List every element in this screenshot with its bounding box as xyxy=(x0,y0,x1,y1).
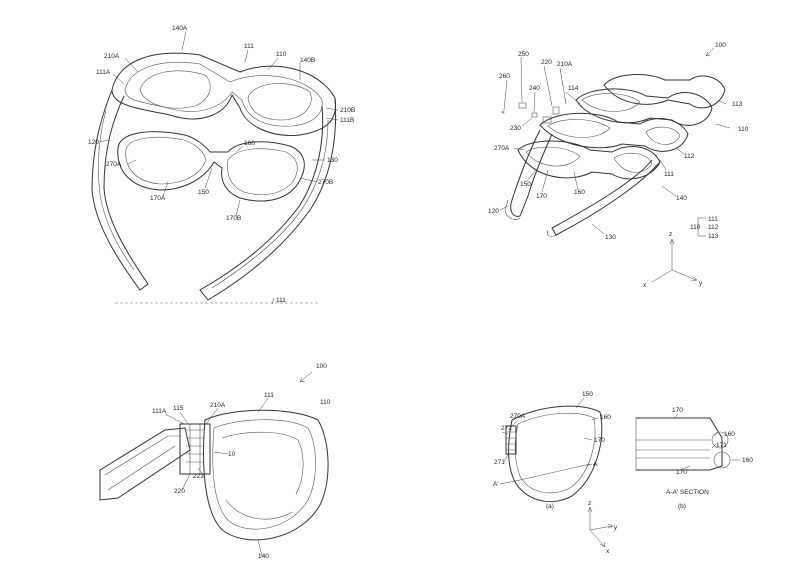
fig3-label: 110 xyxy=(320,399,331,406)
fig2-label: 111 xyxy=(708,216,718,223)
fig4-label: 150 xyxy=(582,391,593,398)
fig4-label: 160 xyxy=(600,414,611,421)
fig4-label: 271 xyxy=(494,459,505,466)
figure-lens-section-bottom-right: 150 270A 160 272 170 271 A A' 170 160 17… xyxy=(493,391,753,555)
fig1-label: 120 xyxy=(88,139,99,146)
figure-exploded-layers-top-right: 100 250 220 210A 260 240 114 113 230 110… xyxy=(488,42,749,289)
fig2-label: 113 xyxy=(708,233,719,240)
fig2-axis-label: y xyxy=(699,280,703,287)
fig4-label: A' xyxy=(493,481,499,488)
fig2-label: 220 xyxy=(541,59,552,66)
figure-hinge-closeup-bottom-left: 100 111 110 111A 115 210A 10 221 220 140 xyxy=(99,363,331,560)
fig4-axis-label: y xyxy=(614,524,618,531)
fig2-label: 250 xyxy=(518,51,529,58)
fig4-label: (b) xyxy=(678,503,686,510)
fig1-label: 130 xyxy=(327,157,338,164)
fig2-label: 112 xyxy=(684,153,695,160)
fig2-label: 230 xyxy=(510,125,521,132)
fig1-label: 160 xyxy=(244,140,255,147)
fig1-label: 111 xyxy=(276,297,286,304)
fig2-label: 130 xyxy=(605,234,616,241)
fig4-label: 160 xyxy=(742,457,753,464)
fig2-label: 140 xyxy=(676,195,687,202)
fig2-label: 240 xyxy=(529,85,540,92)
fig4-label: 160 xyxy=(724,431,735,438)
fig1-label: 111 xyxy=(244,43,254,50)
fig2-axis-label: z xyxy=(669,231,672,238)
fig2-label: 113 xyxy=(732,101,743,108)
fig2-label: 120 xyxy=(488,208,499,215)
fig3-label: 111 xyxy=(264,392,274,399)
fig4-axis-label: x xyxy=(606,548,610,555)
fig1-label: 150 xyxy=(198,189,209,196)
fig2-label: 170 xyxy=(536,193,547,200)
fig4-axis-label: z xyxy=(588,500,591,507)
fig3-label: 115 xyxy=(173,405,184,412)
fig3-label: 100 xyxy=(316,363,327,370)
fig1-label: 270B xyxy=(318,179,333,186)
fig3-label: 221 xyxy=(193,473,204,480)
fig3-label: 220 xyxy=(174,488,185,495)
fig4-label: 170 xyxy=(676,469,687,476)
fig4-label: A xyxy=(593,461,598,468)
fig4-label: 170 xyxy=(594,437,605,444)
fig2-label: 114 xyxy=(568,85,579,92)
fig4-label: A-A' SECTION xyxy=(666,489,709,496)
fig2-label: 110 xyxy=(738,126,749,133)
fig1-label: 210A xyxy=(104,53,120,60)
fig1-label: 270A xyxy=(106,161,122,168)
figure-exploded-glasses-top-left: 140A 111 110 140B 210A 111A 210B 111B 12… xyxy=(88,25,355,305)
fig1-label: 170A xyxy=(150,195,166,202)
fig2-label: 270A xyxy=(494,145,510,152)
fig2-label: 210A xyxy=(557,61,573,68)
fig4-label: 272 xyxy=(501,425,512,432)
fig2-label: 100 xyxy=(715,42,726,49)
fig2-label: 150 xyxy=(520,181,531,188)
fig1-label: 140B xyxy=(300,57,315,64)
fig1-label: 111B xyxy=(340,117,354,124)
fig2-label: 110 xyxy=(690,224,701,231)
fig4-label: (a) xyxy=(546,503,554,510)
fig4-label: 171 xyxy=(716,442,727,449)
fig2-label: 160 xyxy=(574,189,585,196)
fig1-label: 110 xyxy=(276,51,287,58)
fig1-label: 170B xyxy=(226,215,241,222)
fig2-label: 111 xyxy=(664,171,674,178)
fig3-label: 140 xyxy=(258,553,269,559)
fig1-label: 210B xyxy=(340,107,355,114)
fig1-label: 111A xyxy=(96,69,111,76)
fig4-label: 270A xyxy=(510,413,526,420)
fig1-label: 140A xyxy=(172,25,188,32)
fig2-label: 112 xyxy=(708,224,719,231)
fig3-label: 111A xyxy=(152,408,167,415)
fig4-label: 170 xyxy=(672,407,683,414)
fig3-label: 210A xyxy=(210,402,226,409)
fig3-label: 10 xyxy=(228,451,236,458)
fig2-label: 260 xyxy=(499,73,510,80)
fig2-axis-label: x xyxy=(643,282,647,289)
